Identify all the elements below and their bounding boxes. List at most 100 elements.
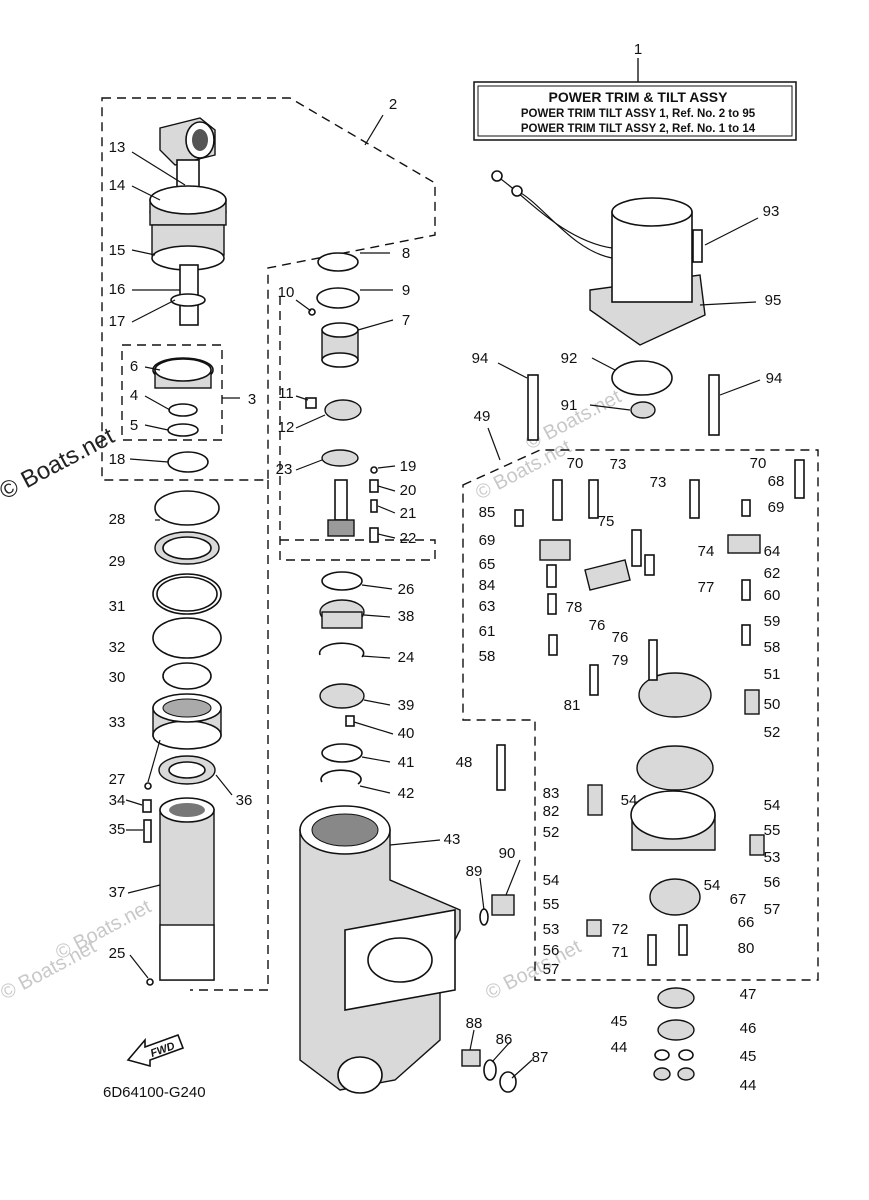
watermark: © Boats.net — [482, 936, 585, 1005]
callout-70: 70 — [750, 455, 767, 472]
callout-37: 37 — [109, 884, 126, 901]
callout-21: 21 — [400, 505, 417, 522]
center-column-parts — [299, 252, 517, 1094]
callout-70b: 70 — [567, 455, 584, 472]
callout-51: 51 — [764, 666, 781, 683]
callout-84: 84 — [479, 577, 496, 594]
callout-87: 87 — [532, 1049, 549, 1066]
callout-54b: 54 — [621, 792, 638, 809]
callout-43: 43 — [444, 831, 461, 848]
callout-75: 75 — [598, 513, 615, 530]
callout-58b: 58 — [479, 648, 496, 665]
callout-29: 29 — [109, 553, 126, 570]
callout-85: 85 — [479, 504, 496, 521]
callout-44b: 44 — [740, 1077, 757, 1094]
callout-69: 69 — [768, 499, 785, 516]
fwd-arrow: FWD — [126, 1033, 185, 1068]
callout-60: 60 — [764, 587, 781, 604]
callout-55b: 55 — [543, 896, 560, 913]
callout-58: 58 — [764, 639, 781, 656]
title-text: POWER TRIM & TILT ASSY — [549, 89, 729, 105]
callout-77: 77 — [698, 579, 715, 596]
callout-94: 94 — [472, 350, 489, 367]
callout-25: 25 — [109, 945, 126, 962]
callout-31: 31 — [109, 598, 126, 615]
callout-95: 95 — [765, 292, 782, 309]
group-boundaries — [101, 97, 819, 991]
callout-49: 49 — [474, 408, 491, 425]
callout-82: 82 — [543, 803, 560, 820]
callout-46: 46 — [740, 1020, 757, 1037]
callout-32: 32 — [109, 639, 126, 656]
callout-11: 11 — [278, 385, 294, 402]
callout-33: 33 — [109, 714, 126, 731]
callout-71: 71 — [612, 944, 629, 961]
callout-35: 35 — [109, 821, 126, 838]
callout-39: 39 — [398, 697, 415, 714]
callout-57: 57 — [764, 901, 781, 918]
callout-labels: 1 2 3 4 5 6 7 8 9 10 11 12 13 14 15 16 1… — [109, 41, 785, 1094]
callout-45b: 45 — [740, 1048, 757, 1065]
callout-42: 42 — [398, 785, 415, 802]
callout-64: 64 — [764, 543, 781, 560]
callout-8: 8 — [402, 245, 410, 262]
callout-52: 52 — [764, 724, 781, 741]
callout-73b: 73 — [650, 474, 667, 491]
callout-65: 65 — [479, 556, 496, 573]
callout-72: 72 — [612, 921, 629, 938]
callout-81: 81 — [564, 697, 581, 714]
callout-30: 30 — [109, 669, 126, 686]
title-line-2: POWER TRIM TILT ASSY 2, Ref. No. 1 to 14 — [521, 123, 756, 135]
callout-76b: 76 — [612, 629, 629, 646]
callout-20: 20 — [400, 482, 417, 499]
callout-56b: 56 — [543, 942, 560, 959]
callout-59: 59 — [764, 613, 781, 630]
callout-24: 24 — [398, 649, 415, 666]
left-column-parts — [142, 117, 227, 986]
callout-54c: 54 — [543, 872, 560, 889]
callout-94b: 94 — [766, 370, 783, 387]
callout-68: 68 — [768, 473, 785, 490]
callout-54: 54 — [764, 797, 781, 814]
title-box: POWER TRIM & TILT ASSY POWER TRIM TILT A… — [473, 58, 797, 141]
callout-92: 92 — [561, 350, 578, 367]
callout-3: 3 — [248, 391, 256, 408]
callout-91: 91 — [561, 397, 578, 414]
callout-7: 7 — [402, 312, 410, 329]
callout-2: 2 — [389, 96, 397, 113]
callout-1: 1 — [634, 41, 642, 58]
watermark: © Boats.net — [52, 896, 155, 965]
callout-19: 19 — [400, 458, 417, 475]
callout-28: 28 — [109, 511, 126, 528]
callout-44: 44 — [611, 1039, 628, 1056]
fwd-label: FWD — [149, 1040, 177, 1060]
callout-23: 23 — [276, 461, 293, 478]
watermark-main: © Boats.net — [0, 422, 119, 505]
callout-57b: 57 — [543, 961, 560, 978]
callout-16: 16 — [109, 281, 126, 298]
callout-61: 61 — [479, 623, 496, 640]
callout-12: 12 — [278, 419, 295, 436]
callout-80: 80 — [738, 940, 755, 957]
callout-93: 93 — [763, 203, 780, 220]
callout-27: 27 — [109, 771, 126, 788]
callout-62: 62 — [764, 565, 781, 582]
callout-13: 13 — [109, 139, 126, 156]
callout-69b: 69 — [479, 532, 496, 549]
callout-76: 76 — [589, 617, 606, 634]
callout-36: 36 — [236, 792, 253, 809]
leader-lines — [125, 58, 761, 1079]
diagram-code: 6D64100-G240 — [103, 1084, 206, 1101]
callout-38: 38 — [398, 608, 415, 625]
callout-74: 74 — [698, 543, 715, 560]
callout-41: 41 — [398, 754, 415, 771]
callout-50: 50 — [764, 696, 781, 713]
callout-67: 67 — [730, 891, 747, 908]
callout-89: 89 — [466, 863, 483, 880]
callout-15: 15 — [109, 242, 126, 259]
callout-53b: 53 — [543, 921, 560, 938]
callout-53: 53 — [764, 849, 781, 866]
callout-48: 48 — [456, 754, 473, 771]
callout-34: 34 — [109, 792, 126, 809]
